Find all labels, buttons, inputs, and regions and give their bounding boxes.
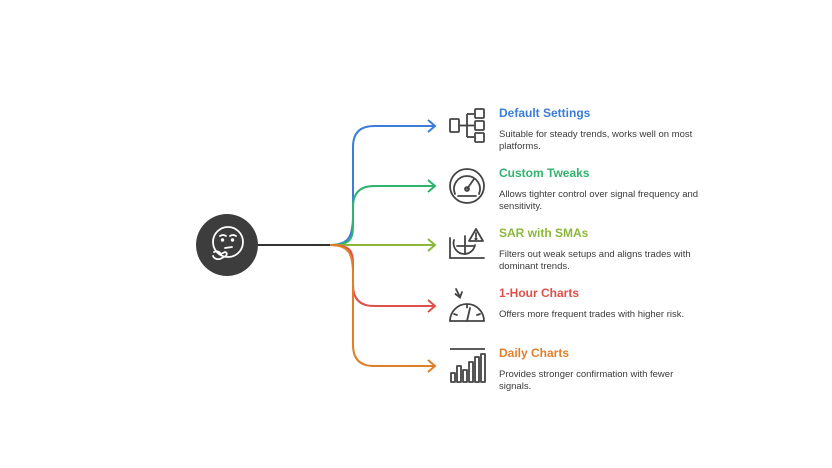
branch-description: Allows tighter control over signal frequ… [499, 189, 699, 212]
branch-connector-custom-tweaks [329, 185, 434, 246]
branch-daily-charts: Daily Charts Provides stronger confirmat… [499, 346, 704, 393]
branch-custom-tweaks: Custom Tweaks Allows tighter control ove… [499, 166, 704, 213]
branch-arrow-default-settings [427, 119, 437, 133]
branch-description: Suitable for steady trends, works well o… [499, 129, 693, 152]
branch-arrow-1-hour [427, 299, 437, 313]
branch-title: 1-Hour Charts [499, 286, 580, 300]
speedometer-arrow-icon [449, 288, 485, 322]
gauge-dial-icon [449, 168, 485, 204]
branch-title: Daily Charts [499, 346, 570, 360]
distribution-network-icon [449, 108, 485, 143]
center-node [196, 214, 258, 276]
branch-default-settings: Default Settings Suitable for steady tre… [499, 106, 704, 153]
branch-title: SAR with SMAs [499, 226, 589, 240]
branch-1-hour-charts: 1-Hour Charts Offers more frequent trade… [499, 286, 704, 321]
branch-arrow-custom-tweaks [427, 179, 437, 193]
branch-connector-daily [329, 244, 434, 367]
branch-description: Provides stronger confirmation with fewe… [499, 369, 674, 392]
branch-arrow-daily [427, 359, 437, 373]
branch-description: Filters out weak setups and aligns trade… [499, 249, 691, 272]
branch-connector-default-settings [329, 125, 434, 246]
branch-arrow-sar-smas [427, 238, 437, 252]
bar-chart-icon [450, 348, 486, 383]
branch-connector-1-hour [329, 244, 434, 307]
branch-description: Offers more frequent trades with higher … [499, 309, 685, 320]
branch-sar-smas: SAR with SMAs Filters out weak setups an… [499, 226, 704, 273]
chart-alert-icon [449, 228, 485, 259]
branch-title: Default Settings [499, 106, 591, 120]
branch-title: Custom Tweaks [499, 166, 590, 180]
thinking-face-icon [212, 226, 244, 261]
